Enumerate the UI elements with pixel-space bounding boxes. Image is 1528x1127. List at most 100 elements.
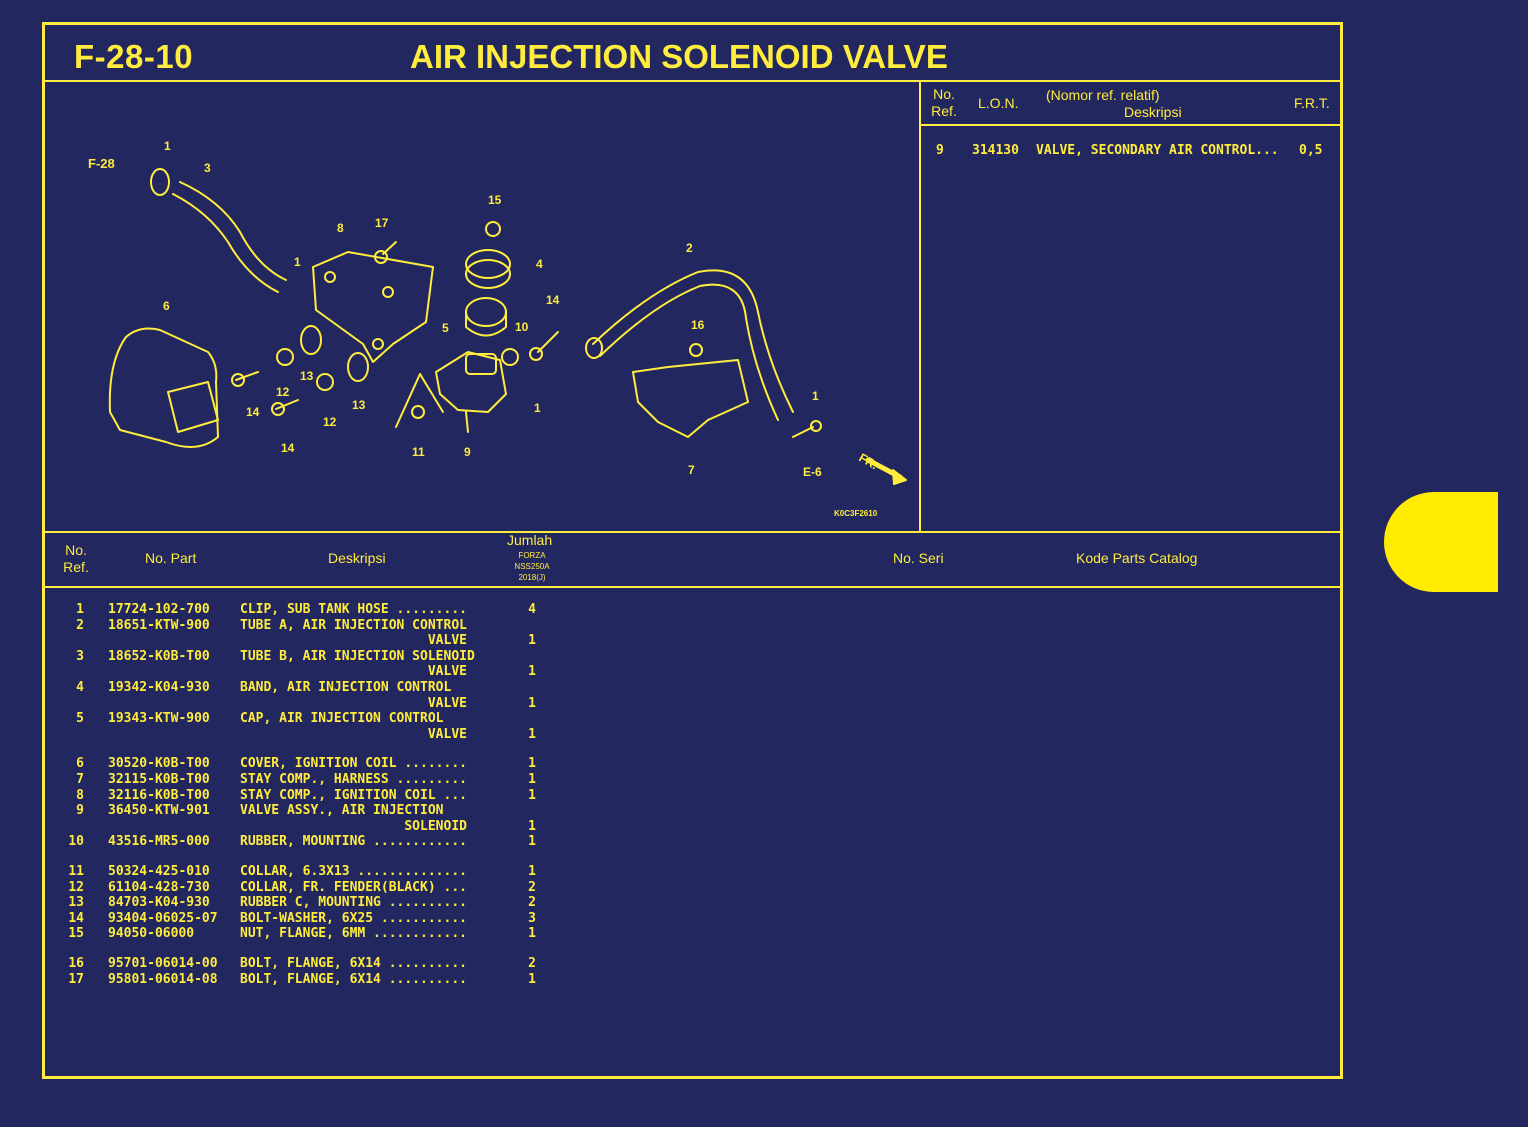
table-header-divider: [45, 586, 1340, 588]
row-quantity: 1: [528, 664, 536, 680]
row-quantity: 3: [528, 910, 536, 926]
row-quantity: 1: [528, 864, 536, 879]
lon-row-desc: VALVE, SECONDARY AIR CONTROL...: [1036, 143, 1279, 158]
rubber-mounting-c: [300, 325, 322, 355]
table-top-divider: [45, 531, 1340, 533]
parts-header-seri: No. Seri: [893, 550, 944, 566]
row-part-number: 19343-KTW-900: [108, 711, 210, 727]
row-description: VALVE: [240, 664, 467, 680]
row-ref: 6: [76, 756, 84, 772]
row-description: COLLAR, FR. FENDER(BLACK) ...: [240, 879, 467, 895]
row-description: RUBBER C, MOUNTING ..........: [240, 895, 467, 911]
row-description: VALVE ASSY., AIR INJECTION: [240, 803, 444, 819]
row-quantity: 2: [528, 895, 536, 911]
catalog-frame: [42, 22, 1343, 1079]
svg-text:1: 1: [294, 255, 301, 269]
svg-text:4: 4: [536, 257, 543, 271]
row-description: COVER, IGNITION COIL ........: [240, 756, 467, 772]
svg-text:1: 1: [534, 401, 541, 415]
svg-text:5: 5: [442, 321, 449, 335]
row-description: TUBE A, AIR INJECTION CONTROL: [240, 617, 467, 633]
lon-header-nomor-ref: (Nomor ref. relatif): [1046, 87, 1160, 103]
tube-b: [172, 193, 279, 293]
row-part-number: 93404-06025-07: [108, 910, 218, 926]
title-divider: [45, 80, 1340, 82]
row-quantity: 1: [528, 834, 536, 850]
row-description: BAND, AIR INJECTION CONTROL: [240, 680, 452, 695]
row-quantity: 1: [528, 756, 536, 772]
svg-text:13: 13: [300, 369, 314, 383]
ref-e6: E-6: [803, 465, 822, 479]
row-ref: 14: [68, 910, 84, 926]
row-part-number: 94050-06000: [108, 926, 195, 942]
row-description: TUBE B, AIR INJECTION SOLENOID: [240, 648, 475, 664]
clip-1: [150, 168, 170, 196]
lon-header-lon: L.O.N.: [978, 95, 1019, 111]
row-ref: 9: [76, 803, 84, 819]
band: [465, 249, 511, 279]
lon-row-ref: 9: [936, 143, 944, 158]
row-ref: 17: [68, 971, 84, 987]
svg-text:7: 7: [688, 463, 695, 477]
row-part-number: 19342-K04-930: [108, 680, 210, 695]
svg-text:17: 17: [375, 216, 389, 230]
row-quantity: 2: [528, 956, 536, 971]
row-part-number: 17724-102-700: [108, 602, 210, 617]
row-description: BOLT, FLANGE, 6X14 ..........: [240, 971, 467, 987]
row-quantity: 1: [528, 772, 536, 787]
lon-header-no: No.: [933, 86, 955, 102]
row-quantity: 1: [528, 787, 536, 803]
row-ref: 16: [68, 956, 84, 971]
svg-text:13: 13: [352, 398, 366, 412]
lon-row-lon: 314130: [972, 143, 1019, 158]
table-row: 6 30520-K0B-T00 COVER, IGNITION COIL .....…: [0, 756, 600, 772]
svg-text:14: 14: [246, 405, 260, 419]
parts-header-no: No.: [65, 542, 87, 558]
row-ref: 5: [76, 711, 84, 727]
row-part-number: 32116-K0B-T00: [108, 787, 210, 803]
svg-text:1: 1: [812, 389, 819, 403]
row-quantity: 1: [528, 971, 536, 987]
svg-text:11: 11: [412, 445, 425, 459]
row-part-number: 30520-K0B-T00: [108, 756, 210, 772]
model-code: NSS250A: [514, 562, 550, 571]
row-part-number: 36450-KTW-901: [108, 803, 210, 819]
lon-header-noref: No. Ref.: [928, 86, 960, 120]
row-part-number: 32115-K0B-T00: [108, 772, 210, 787]
svg-text:16: 16: [691, 318, 705, 332]
row-part-number: 50324-425-010: [108, 864, 210, 879]
row-description: CAP, AIR INJECTION CONTROL: [240, 711, 444, 727]
lon-header-ref: Ref.: [931, 103, 957, 119]
lon-header-frt: F.R.T.: [1294, 95, 1330, 111]
row-part-number: 95801-06014-08: [108, 971, 218, 987]
stay-ignition-coil: [312, 251, 434, 363]
model-name: FORZA: [518, 551, 546, 560]
row-ref: 3: [76, 648, 84, 664]
svg-text:3: 3: [204, 161, 211, 175]
row-part-number: 61104-428-730: [108, 879, 210, 895]
row-description: CLIP, SUB TANK HOSE .........: [240, 602, 467, 617]
catalog-side-tab[interactable]: [1384, 492, 1498, 592]
row-ref: 4: [76, 680, 84, 695]
svg-text:12: 12: [276, 385, 290, 399]
row-description: COLLAR, 6.3X13 ..............: [240, 864, 467, 879]
row-quantity: 4: [528, 602, 536, 617]
row-description: VALVE: [240, 633, 467, 649]
row-description: NUT, FLANGE, 6MM ............: [240, 926, 467, 942]
parts-header-desc: Deskripsi: [328, 550, 386, 566]
lon-row-frt: 0,5: [1299, 143, 1323, 158]
parts-header-noref: No. Ref.: [60, 542, 92, 576]
cap: [465, 297, 507, 327]
row-ref: 2: [76, 617, 84, 633]
row-description: VALVE: [240, 695, 467, 711]
